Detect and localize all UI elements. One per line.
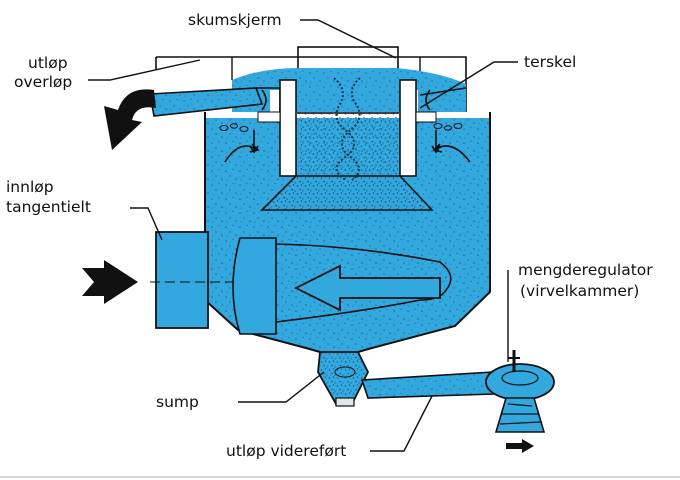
flow-regulator-assembly — [360, 350, 555, 433]
leader-lines — [88, 19, 518, 452]
big-right-arrow-icon — [82, 260, 138, 304]
label-inlet-1: innløp — [6, 178, 54, 196]
internal-flow-arrow — [293, 264, 441, 312]
bottom-divider — [0, 476, 680, 478]
label-foam-screen: skumskjerm — [188, 11, 282, 29]
label-inlet-2: tangentielt — [6, 198, 91, 216]
label-weir: terskel — [524, 53, 576, 71]
top-frame — [155, 46, 467, 114]
label-flow-regulator-1: mengderegulator — [518, 261, 653, 279]
label-flow-regulator-2: (virvelkammer) — [520, 282, 639, 300]
label-overflow-outlet-2: overløp — [14, 73, 72, 91]
big-curved-down-arrow-icon — [104, 89, 156, 150]
labels: skumskjerm utløp overløp terskel innløp … — [6, 11, 653, 460]
foam-bubbles — [219, 123, 463, 132]
label-sump: sump — [156, 393, 199, 411]
label-overflow-outlet-1: utløp — [28, 54, 68, 72]
internal-circulation-arrows — [224, 89, 471, 163]
small-right-arrow-icon — [506, 439, 534, 453]
sump-plug — [335, 397, 355, 407]
inner-cone — [260, 77, 434, 211]
weir-plates — [257, 79, 437, 177]
vortex-chamber — [485, 363, 555, 401]
label-outlet-forwarded: utløp videreført — [226, 442, 346, 460]
